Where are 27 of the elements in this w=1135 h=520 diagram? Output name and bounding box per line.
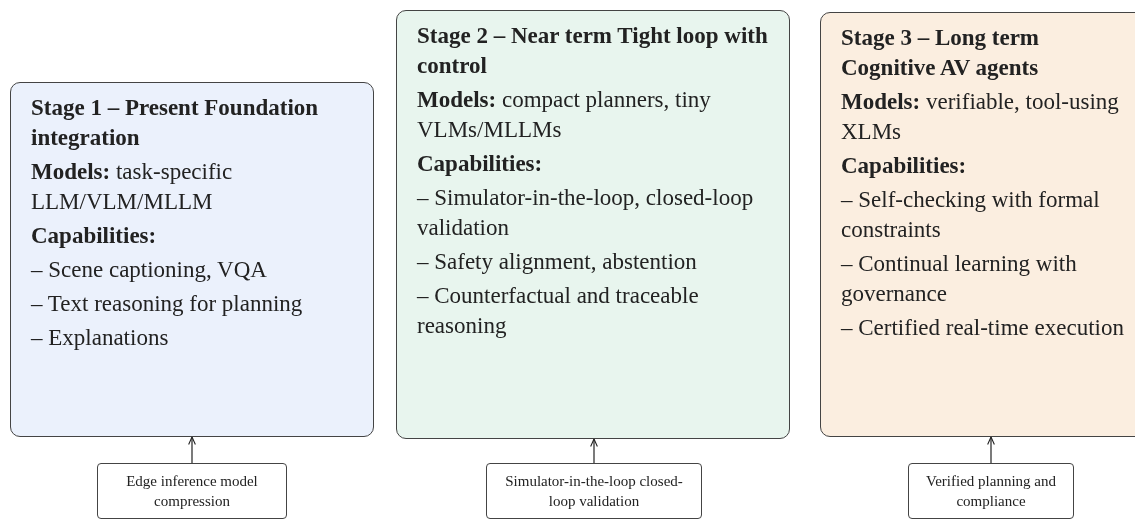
section-heading: Capabilities:: [31, 222, 158, 250]
capability-item: – Continual learning with governance: [841, 250, 1078, 308]
stage-card: [820, 12, 1135, 437]
note-box: [486, 463, 702, 519]
section-heading: Capabilities:: [417, 150, 544, 178]
capability-item: – Safety alignment, abstention: [417, 248, 698, 276]
stage-card: [396, 10, 790, 439]
arrow: [987, 436, 995, 464]
note-box: [908, 463, 1074, 519]
models-text: Models: verifiable, tool-using XLMs: [841, 88, 1120, 146]
section-heading: Capabilities:: [841, 152, 968, 180]
note-box: [97, 463, 287, 519]
capability-item: – Counterfactual and traceable reasoning: [417, 282, 700, 340]
capability-item: – Certified real-time execution: [841, 314, 1125, 342]
arrow: [188, 436, 196, 464]
note-text: Verified planning and compliance: [925, 472, 1057, 511]
note-text: Simulator-in-the-loop closed-loop validation: [504, 472, 684, 511]
capability-item: – Text reasoning for planning: [31, 290, 304, 318]
capability-item: – Self-checking with formal constraints: [841, 186, 1101, 244]
models-text: Models: task-specific LLM/VLM/MLLM: [31, 158, 234, 216]
capability-item: – Explanations: [31, 324, 170, 352]
capability-item: – Scene captioning, VQA: [31, 256, 268, 284]
models-text: Models: compact planners, tiny VLMs/MLLMs: [417, 86, 712, 144]
note-text: Edge inference model compression: [125, 472, 259, 511]
arrow: [590, 438, 598, 464]
capability-item: – Simulator-in-the-loop, closed-loop validation: [417, 184, 755, 242]
stage-card: [10, 82, 374, 437]
